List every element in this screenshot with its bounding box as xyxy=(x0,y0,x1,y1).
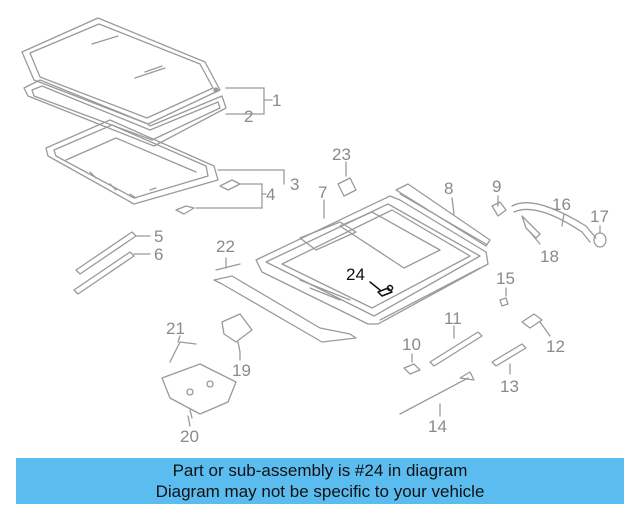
guide-rail xyxy=(73,231,137,295)
highlighted-part-24 xyxy=(369,281,394,297)
callout-14: 14 xyxy=(428,417,447,436)
callout-13: 13 xyxy=(500,377,519,396)
callout-17: 17 xyxy=(590,207,609,226)
callout-22: 22 xyxy=(216,237,235,256)
sunshade-frame xyxy=(45,119,219,205)
stopper-block xyxy=(337,177,357,197)
callout-6: 6 xyxy=(154,245,163,264)
callout-2: 2 xyxy=(244,107,253,126)
drive-cable-rail xyxy=(491,343,527,367)
glass-bracket xyxy=(175,179,241,215)
clip xyxy=(499,297,509,307)
front-drip-molding xyxy=(213,263,357,343)
cable-guide xyxy=(429,331,483,367)
callout-24: 24 xyxy=(346,265,365,284)
motor-mount-plate xyxy=(161,363,237,419)
sunroof-housing xyxy=(255,195,489,325)
sunroof-glass-panel xyxy=(21,17,221,125)
callout-18: 18 xyxy=(540,247,559,266)
leader-lines xyxy=(133,87,601,427)
callout-7: 7 xyxy=(318,183,327,202)
switch xyxy=(403,363,421,375)
motor-bracket xyxy=(521,313,543,329)
callout-12: 12 xyxy=(546,337,565,356)
drive-cable xyxy=(399,371,475,415)
banner-line-part: Part or sub-assembly is #24 in diagram xyxy=(172,461,468,480)
drain-hose xyxy=(511,202,607,248)
callout-10: 10 xyxy=(402,335,421,354)
sunroof-motor xyxy=(221,313,253,353)
callout-19: 19 xyxy=(232,361,251,380)
callout-9: 9 xyxy=(492,177,501,196)
callout-3: 3 xyxy=(290,175,299,194)
callout-20: 20 xyxy=(180,427,199,446)
callout-16: 16 xyxy=(552,195,571,214)
callout-1: 1 xyxy=(272,91,281,110)
callout-5: 5 xyxy=(154,227,163,246)
part-info-banner: Part or sub-assembly is #24 in diagram D… xyxy=(16,458,624,504)
callout-11: 11 xyxy=(444,309,462,328)
callout-4: 4 xyxy=(266,185,275,204)
callout-15: 15 xyxy=(496,269,515,288)
callout-8: 8 xyxy=(444,179,453,198)
glass-seal xyxy=(23,79,227,147)
banner-line-disclaimer: Diagram may not be specific to your vehi… xyxy=(155,482,485,501)
callout-21: 21 xyxy=(166,319,185,338)
crank-handle xyxy=(169,341,197,363)
callout-labels: 1 2 3 4 5 6 7 8 9 10 11 12 13 14 15 16 1… xyxy=(154,91,609,446)
drain-fitting xyxy=(491,201,507,217)
rear-guide-rail xyxy=(395,183,491,247)
callout-23: 23 xyxy=(332,145,351,164)
